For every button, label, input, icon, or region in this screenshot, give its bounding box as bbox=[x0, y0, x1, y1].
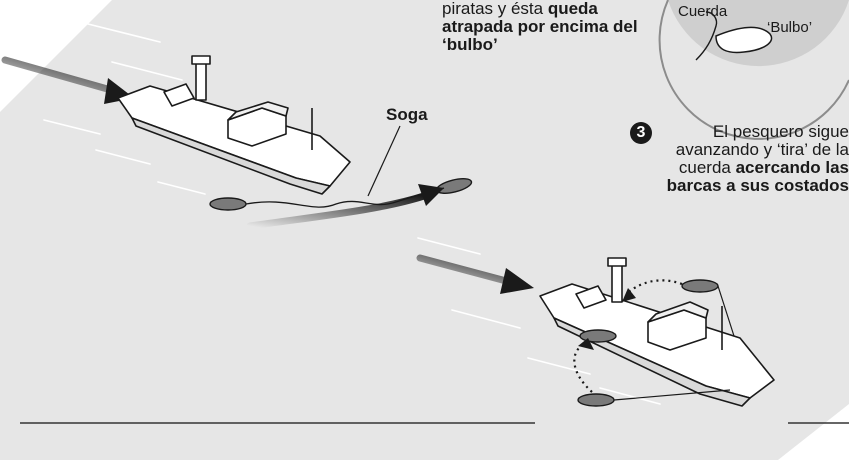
bulbo-label: ‘Bulbo’ bbox=[767, 19, 813, 36]
step-3-caption-bold: acercando las barcas a sus costados bbox=[666, 157, 849, 195]
skiff-5 bbox=[577, 393, 615, 407]
rope-leader-line bbox=[367, 125, 401, 197]
fishing-vessel-1 bbox=[117, 55, 351, 195]
step-3-caption-plain: El pesquero sigue avanzando y ‘tira’ de … bbox=[675, 122, 849, 177]
cuerda-label: Cuerda bbox=[678, 3, 728, 20]
bulb-detail-inset bbox=[658, 0, 849, 140]
drag-arrow bbox=[246, 184, 444, 230]
step-3-number-badge: 3 bbox=[630, 122, 652, 144]
approach-arrowhead-1 bbox=[622, 288, 636, 302]
approach-arrowhead-2 bbox=[578, 338, 594, 350]
pirate-skiffs bbox=[209, 178, 719, 407]
skiff-3 bbox=[681, 279, 719, 293]
step-3-caption: El pesquero sigue avanzando y ‘tira’ de … bbox=[644, 123, 849, 194]
skiff-4 bbox=[579, 329, 617, 343]
rope-tether-lower bbox=[613, 285, 735, 401]
step-2-caption: piratas y ésta queda atrapada por encima… bbox=[442, 0, 642, 54]
skiff-1 bbox=[209, 197, 247, 211]
motion-arrow-bottom bbox=[416, 254, 534, 294]
step-2-caption-plain: piratas y ésta bbox=[442, 0, 548, 18]
bulb-shape bbox=[715, 26, 773, 54]
speed-lines bbox=[43, 23, 661, 405]
step-2-caption-bold: queda atrapada por encima del ‘bulbo’ bbox=[442, 0, 638, 54]
soga-label: Soga bbox=[386, 105, 428, 124]
rope-in-inset bbox=[695, 11, 718, 61]
